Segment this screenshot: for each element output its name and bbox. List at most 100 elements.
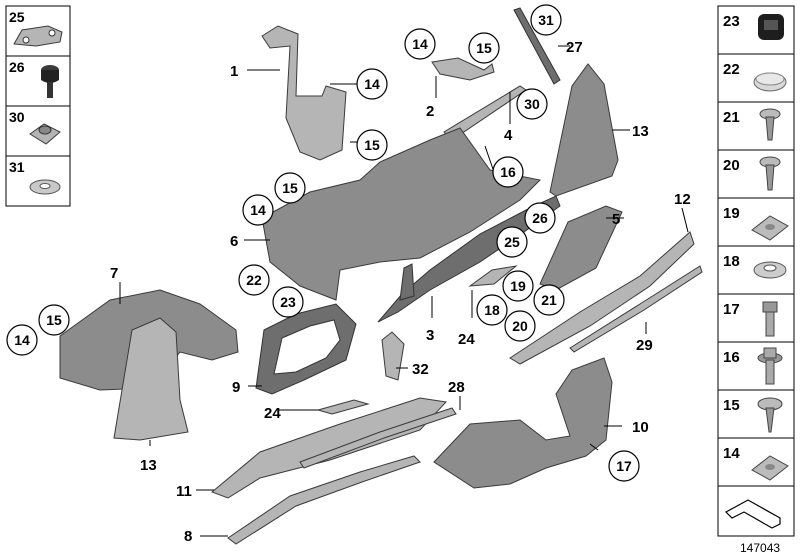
callout-bubble: [524, 202, 556, 234]
cap-icon: [753, 72, 787, 92]
callout-number: 21: [541, 292, 557, 308]
screw-icon: [759, 156, 781, 191]
legend-number: 18: [723, 253, 740, 270]
washer-nut-icon: [753, 261, 787, 279]
callout-number: 11: [176, 483, 192, 500]
callout-bubble: [38, 304, 70, 336]
callout-number: 24: [264, 405, 281, 422]
orientation-arrow-icon: [725, 499, 781, 529]
part-24-strip: [468, 265, 518, 287]
callout-number: 27: [566, 39, 583, 56]
legend-number: 22: [723, 61, 740, 78]
callout-bubble: [533, 284, 565, 316]
part-32-bracket: [381, 331, 405, 381]
clip-nut-icon: [29, 123, 61, 145]
circled-callout-numbers: 14 15 14 15 30 31 14 15 16 14 15 26 25 1…: [14, 12, 632, 474]
part-13-side-trim-lower: [113, 317, 189, 441]
callout-number: 29: [636, 337, 653, 354]
legend-cell: [717, 149, 795, 199]
callout-bubble: [496, 226, 528, 258]
callout-number: 12: [674, 191, 691, 208]
legend-number: 25: [9, 9, 25, 25]
callout-number: 13: [140, 457, 157, 474]
legend-number: 30: [9, 109, 25, 125]
legend-number: 20: [723, 157, 740, 174]
part-6-panel: [261, 127, 542, 301]
callout-number: 26: [532, 210, 548, 226]
screw-icon: [759, 108, 781, 141]
stopper-icon: [41, 65, 59, 98]
legend-number: 21: [723, 109, 740, 126]
bracket-icon: [13, 25, 63, 47]
callout-number: 5: [612, 211, 620, 228]
callout-bubble: [530, 4, 562, 36]
callout-number: 6: [230, 233, 238, 250]
callout-bubble: [404, 28, 436, 60]
callout-number: 4: [504, 127, 513, 144]
callout-number: 13: [632, 123, 649, 140]
left-legend: 25 26 30 31: [5, 5, 71, 207]
part-8-sill-strip: [227, 455, 421, 545]
legend-cell: [717, 293, 795, 343]
callout-bubble: [608, 450, 640, 482]
part-12-sill-trim: [509, 231, 695, 365]
diagram-number: 147043: [740, 541, 780, 555]
callout-number: 15: [476, 40, 492, 56]
plain-callout-numbers: 1 2 3 4 5 6 7 8 9 10 11 12 13 13 24 24 2…: [110, 39, 691, 545]
callout-number: 28: [448, 379, 465, 396]
callout-number: 14: [412, 36, 428, 52]
legend-cell: [717, 389, 795, 439]
callout-bubble: [356, 68, 388, 100]
callout-bubble: [6, 324, 38, 356]
legend-cell: [5, 55, 71, 107]
legend-cell: [717, 341, 795, 391]
callout-number: 18: [484, 302, 500, 318]
part-24-strip-lower: [316, 399, 370, 415]
callout-bubble: [502, 270, 534, 302]
callout-bubble: [492, 156, 524, 188]
callout-number: 3: [426, 327, 434, 344]
legend-number: 16: [723, 349, 740, 366]
callout-number: 15: [46, 312, 62, 328]
grommet-icon: [758, 14, 784, 40]
callout-bubble: [468, 32, 500, 64]
callout-bubble: [504, 310, 536, 342]
callout-number: 14: [14, 332, 30, 348]
legend-number: 31: [9, 159, 25, 175]
callout-number: 23: [280, 294, 296, 310]
legend-number: 14: [723, 445, 740, 462]
part-27-gas-strut: [513, 7, 561, 85]
callout-bubble: [356, 129, 388, 161]
legend-number: 15: [723, 397, 740, 414]
callout-bubble: [274, 172, 306, 204]
callout-bubble: [476, 294, 508, 326]
callout-number: 1: [230, 63, 238, 80]
legend-number: 23: [723, 13, 740, 30]
callout-number: 8: [184, 528, 192, 545]
callout-number: 15: [364, 137, 380, 153]
callout-number: 22: [246, 272, 262, 288]
circled-callouts: [6, 4, 640, 482]
bolt-icon: [757, 347, 783, 385]
callout-bubble: [242, 194, 274, 226]
callout-bubble: [272, 286, 304, 318]
callout-number: 19: [510, 278, 526, 294]
washer-icon: [29, 179, 61, 195]
callout-number: 24: [458, 331, 475, 348]
callout-number: 14: [364, 76, 380, 92]
part-13-side-trim: [549, 63, 619, 197]
part-28-strip: [299, 407, 457, 469]
clip-nut-icon: [751, 455, 789, 481]
clip-nut-icon: [751, 215, 789, 241]
callout-number: 30: [524, 96, 540, 112]
callout-bubble: [238, 264, 270, 296]
part-1-bracket: [261, 25, 347, 161]
callout-number: 9: [232, 379, 240, 396]
part-10-footwell-trim: [433, 357, 613, 489]
callout-number: 7: [110, 265, 118, 282]
part-3-console-fin: [399, 263, 415, 301]
right-legend: 23 22 21 20 19 18 17 16 15 14: [717, 5, 795, 537]
legend-number: 17: [723, 301, 740, 318]
leader-lines: [119, 45, 689, 537]
